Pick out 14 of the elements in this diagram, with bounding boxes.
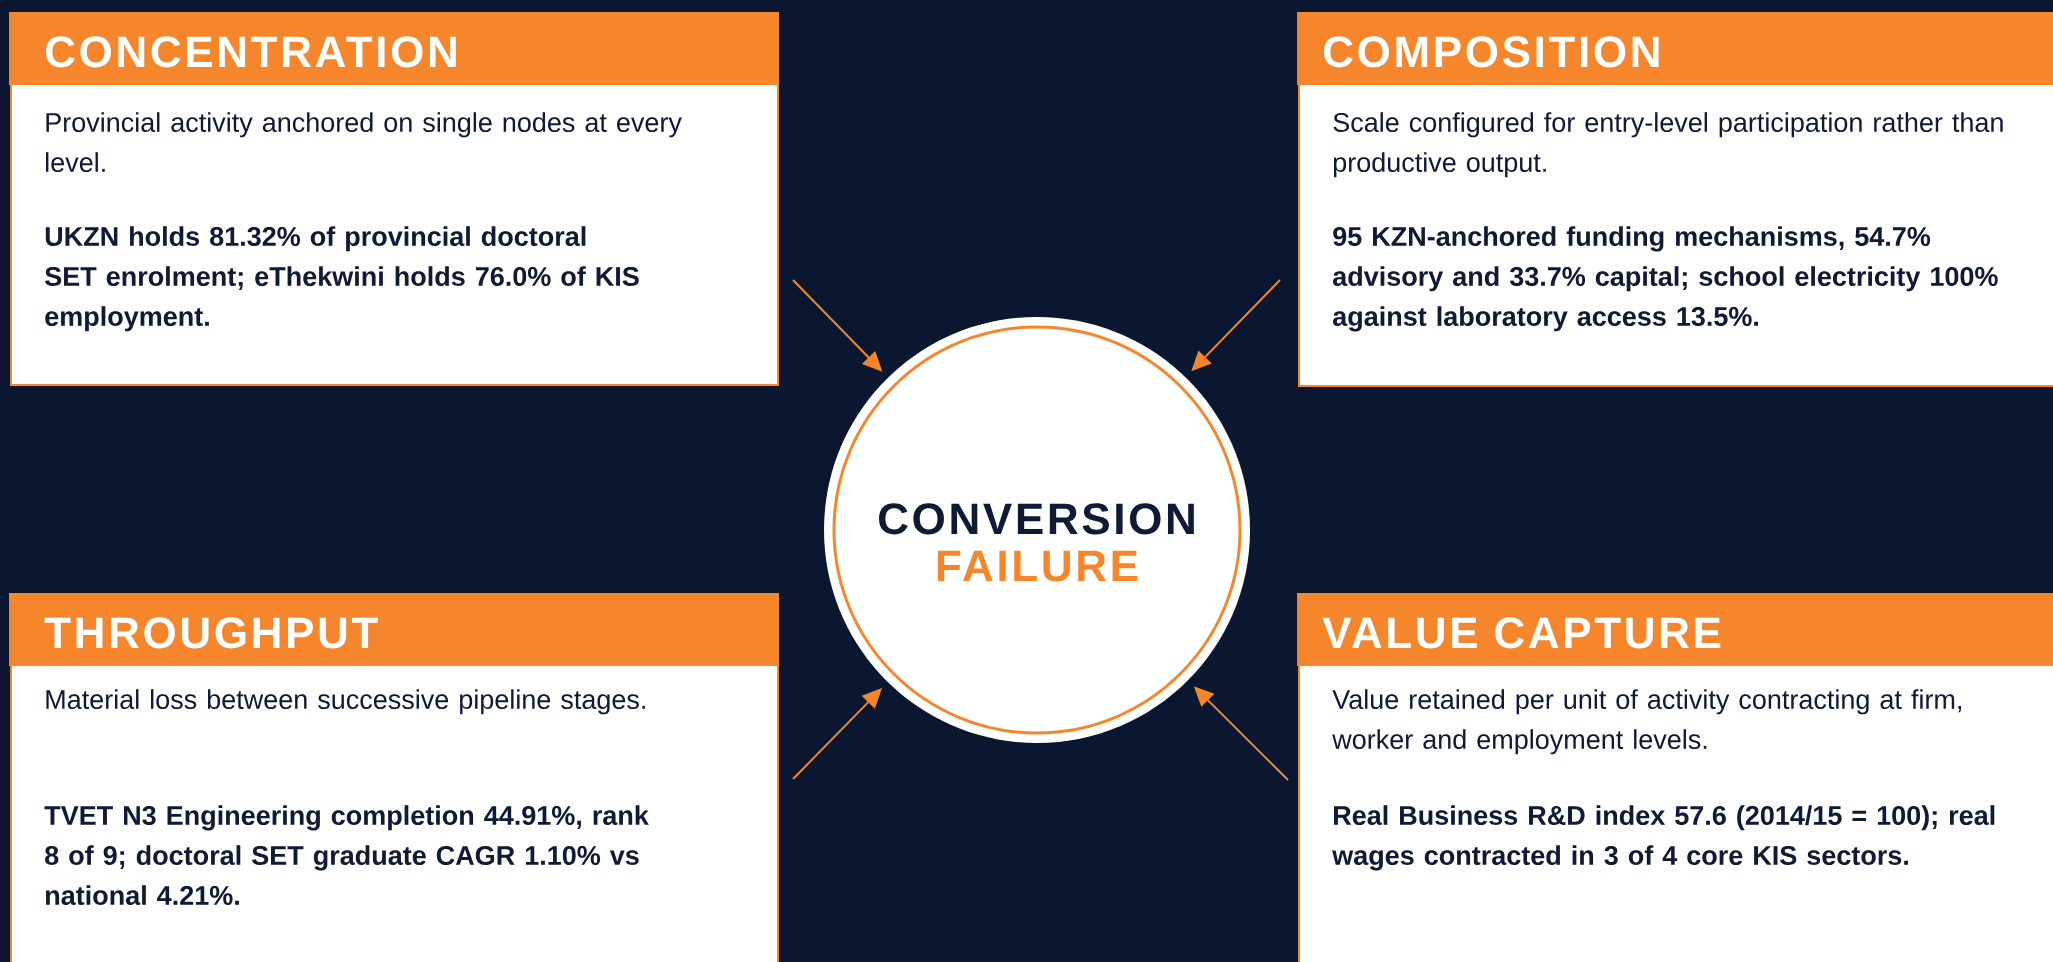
card-description: Scale configured for entry-level participation rather than productive output. <box>1333 112 2003 178</box>
header-bar: VALUE CAPTURE <box>1297 593 2053 666</box>
header-bar: CONCENTRATION <box>9 12 778 85</box>
card-description: Provincial activity anchored on single nodes at every level. <box>46 112 682 173</box>
header-bar: THROUGHPUT <box>9 593 778 666</box>
circle-title: FAILURE <box>937 550 1138 582</box>
card-description: Material loss between successive pipeline stages. <box>46 689 645 715</box>
card-finding: 95 KZN-anchored funding mechanisms, 54.7% advisory and 33.7% capital; school electricity 100% against laboratory access 13.5%. <box>1333 226 1998 332</box>
card-finding: UKZN holds 81.32% of provincial doctoral SET enrolment; eThekwini holds 76.0% of KIS employment. <box>45 226 639 332</box>
circle-title: CONVERSION <box>879 503 1194 535</box>
card-description: Value retained per unit of activity contracting at firm, worker and employment levels. <box>1332 689 1961 755</box>
card-finding: Real Business R&D index 57.6 (2014/15 = 100); real wages contracted in 3 of 4 core KIS sectors. <box>1332 805 1995 871</box>
card-finding: TVET N3 Engineering completion 44.91%, rank 8 of 9; doctoral SET graduate CAGR 1.10% vs national 4.21%. <box>44 805 649 906</box>
header-bar: COMPOSITION <box>1297 12 2053 85</box>
